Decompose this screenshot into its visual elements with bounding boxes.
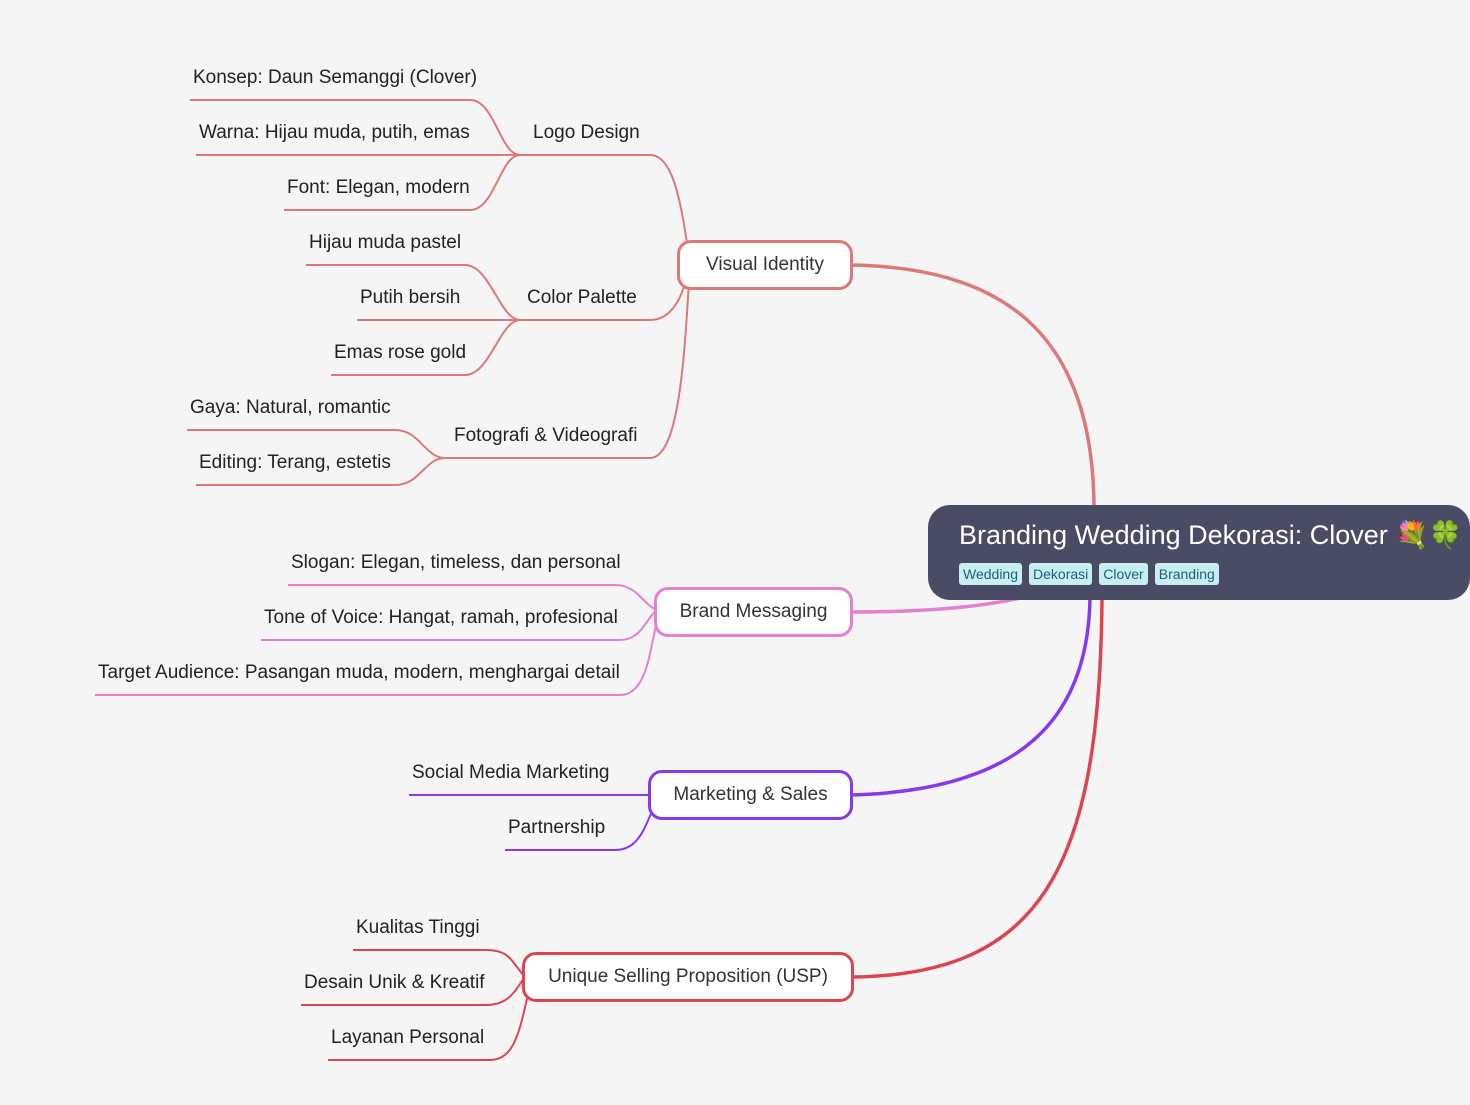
leaf-kualitas-tinggi[interactable]: Kualitas Tinggi [356, 917, 480, 938]
edge-vi-logo [520, 154, 691, 264]
branch-brand-messaging[interactable]: Brand Messaging [654, 587, 853, 637]
edge-palette-hijau [306, 264, 521, 321]
tag-dekorasi[interactable]: Dekorasi [1029, 563, 1093, 585]
edge-foto-gaya [187, 429, 446, 459]
leaf-konsep[interactable]: Konsep: Daun Semanggi (Clover) [193, 67, 478, 88]
tag-branding[interactable]: Branding [1154, 563, 1219, 585]
leaf-font[interactable]: Font: Elegan, modern [287, 177, 470, 198]
root-title: Branding Wedding Dekorasi: Clover 💐🍀 [959, 520, 1463, 550]
branch-visual-identity[interactable]: Visual Identity [677, 240, 853, 290]
leaf-layanan-personal[interactable]: Layanan Personal [331, 1027, 485, 1048]
leaf-gaya[interactable]: Gaya: Natural, romantic [190, 397, 391, 418]
sub-logo-design[interactable]: Logo Design [533, 122, 640, 143]
edge-usp-kualitas [353, 949, 526, 978]
branch-marketing-sales[interactable]: Marketing & Sales [648, 770, 853, 820]
leaf-partnership[interactable]: Partnership [508, 817, 606, 838]
edge-root-marketing [851, 597, 1092, 797]
edge-root-visual [851, 263, 1096, 506]
leaf-target-audience[interactable]: Target Audience: Pasangan muda, modern, … [98, 662, 620, 683]
leaf-warna[interactable]: Warna: Hijau muda, putih, emas [199, 122, 470, 143]
leaf-putih-bersih[interactable]: Putih bersih [360, 287, 461, 308]
leaf-emas-rose-gold[interactable]: Emas rose gold [334, 342, 467, 363]
leaf-hijau-pastel[interactable]: Hijau muda pastel [309, 232, 462, 253]
edge-vi-foto [445, 262, 691, 459]
edge-logo-konsep [190, 99, 521, 156]
leaf-social-media[interactable]: Social Media Marketing [412, 762, 610, 783]
edge-usp-layanan [328, 984, 531, 1061]
tag-clover[interactable]: Clover [1099, 563, 1148, 585]
sub-fotografi[interactable]: Fotografi & Videografi [454, 425, 638, 446]
leaf-tone-of-voice[interactable]: Tone of Voice: Hangat, ramah, profesiona… [264, 607, 618, 628]
root-node[interactable]: Branding Wedding Dekorasi: Clover 💐🍀 Wed… [928, 505, 1470, 600]
edge-foto-editing [196, 457, 446, 486]
root-tags: Wedding Dekorasi Clover Branding [959, 563, 1470, 585]
edge-palette-emas [331, 319, 521, 376]
edge-root-usp [851, 597, 1104, 979]
tag-wedding[interactable]: Wedding [959, 563, 1023, 585]
leaf-editing[interactable]: Editing: Terang, estetis [199, 452, 391, 473]
branch-usp[interactable]: Unique Selling Proposition (USP) [522, 952, 854, 1002]
edge-logo-font [284, 154, 521, 211]
leaf-slogan[interactable]: Slogan: Elegan, timeless, dan personal [291, 552, 621, 573]
leaf-desain-unik[interactable]: Desain Unik & Kreatif [304, 972, 485, 993]
sub-color-palette[interactable]: Color Palette [527, 287, 637, 308]
